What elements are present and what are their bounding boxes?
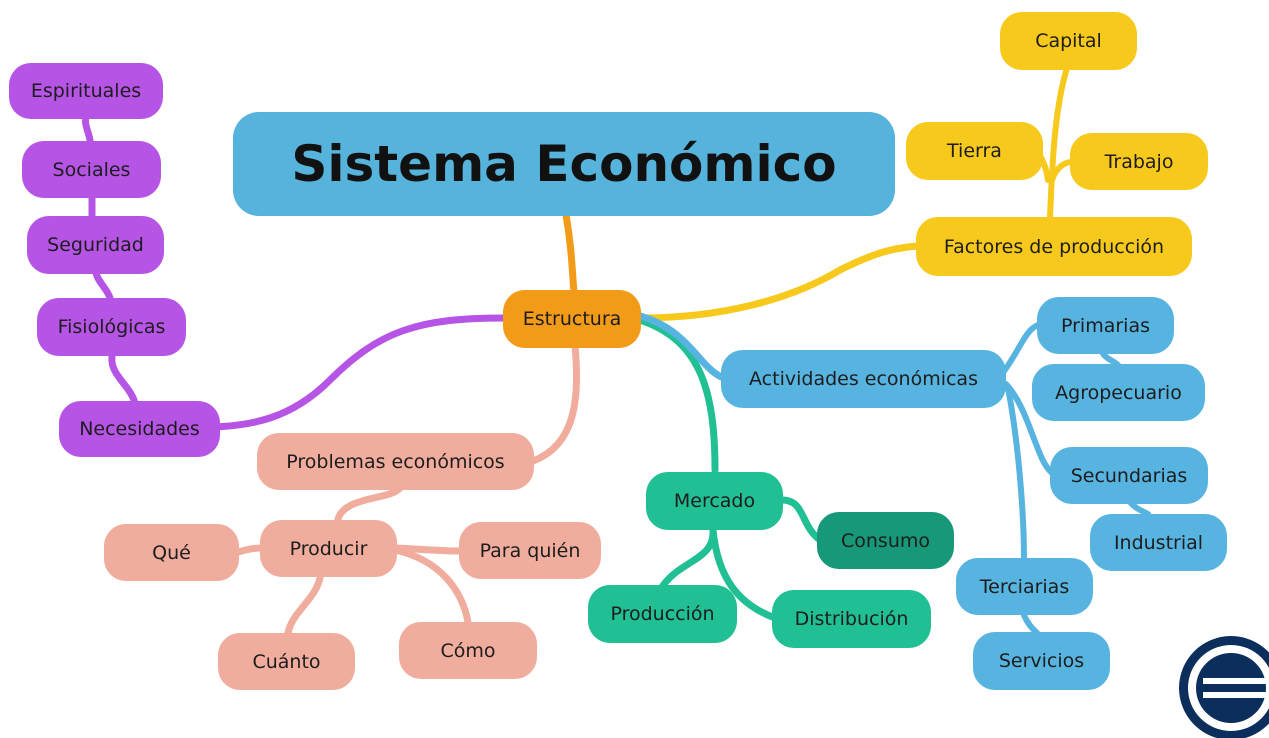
capital-node: Capital xyxy=(1000,12,1137,70)
sociales-node: Sociales xyxy=(22,141,161,198)
produccion-node: Producción xyxy=(588,585,737,643)
servicios-node: Servicios xyxy=(973,632,1110,690)
para-quien-node: Para quién xyxy=(459,522,601,579)
espirituales-node: Espirituales xyxy=(9,63,163,119)
necesidades-node: Necesidades xyxy=(59,401,220,457)
secundarias-node: Secundarias xyxy=(1050,447,1208,504)
que-node: Qué xyxy=(104,524,239,581)
mercado-node: Mercado xyxy=(646,472,783,530)
industrial-node: Industrial xyxy=(1090,514,1227,571)
agropecuario-node: Agropecuario xyxy=(1032,364,1205,421)
distribucion-node: Distribución xyxy=(772,590,931,648)
tierra-node: Tierra xyxy=(906,122,1043,180)
consumo-node: Consumo xyxy=(817,512,954,569)
primarias-node: Primarias xyxy=(1037,297,1174,354)
cuanto-node: Cuánto xyxy=(218,633,355,690)
terciarias-node: Terciarias xyxy=(956,558,1093,615)
factores-node: Factores de producción xyxy=(916,217,1192,276)
producir-node: Producir xyxy=(260,520,397,577)
page-title: Sistema Económico xyxy=(233,112,895,216)
trabajo-node: Trabajo xyxy=(1070,133,1208,190)
como-node: Cómo xyxy=(399,622,537,679)
fisiologicas-node: Fisiológicas xyxy=(37,298,186,356)
circle-e-logo-icon xyxy=(1179,636,1269,738)
actividades-node: Actividades económicas xyxy=(721,350,1006,408)
estructura-node: Estructura xyxy=(503,290,641,348)
seguridad-node: Seguridad xyxy=(27,216,164,274)
problemas-node: Problemas económicos xyxy=(257,433,534,490)
